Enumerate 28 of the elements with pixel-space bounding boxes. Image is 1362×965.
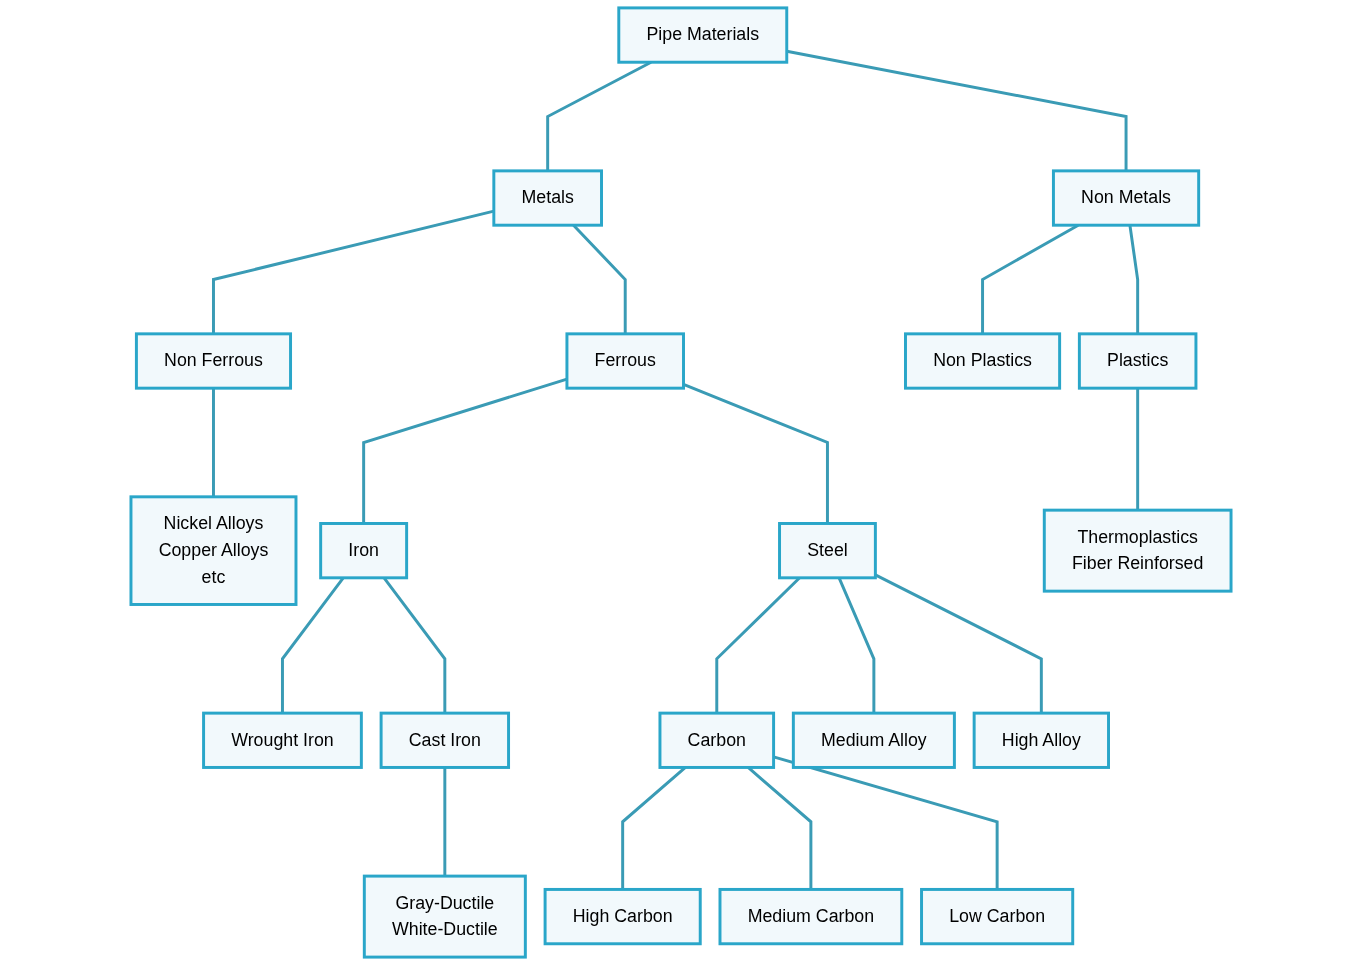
node-box: High Carbon — [543, 887, 702, 946]
node-box: Thermoplastics Fiber Reinforsed — [1042, 508, 1233, 593]
node-box: Medium Carbon — [718, 887, 904, 946]
connector — [1136, 388, 1140, 511]
node-box: Ferrous — [565, 332, 685, 390]
node-box: Low Carbon — [920, 887, 1075, 946]
connector — [837, 577, 876, 714]
node-box: Metals — [492, 169, 603, 227]
connector — [212, 388, 215, 497]
node-box: Iron — [319, 522, 409, 580]
node-box: Wrought Iron — [202, 711, 363, 769]
connector — [1128, 225, 1140, 334]
node-box: Non Metals — [1051, 169, 1201, 227]
node-box: Medium Alloy — [791, 711, 956, 769]
node-box: High Alloy — [972, 711, 1110, 769]
node-box: Cast Iron — [379, 711, 511, 769]
connector — [874, 573, 1043, 714]
connector — [773, 755, 999, 890]
node-box: Nickel Alloys Copper Alloys etc — [129, 495, 298, 606]
node-box: Pipe Materials — [617, 6, 789, 64]
node-box: Carbon — [658, 711, 776, 769]
node-box: Plastics — [1077, 332, 1198, 390]
node-box: Non Ferrous — [134, 332, 293, 390]
node-box: Non Plastics — [904, 332, 1062, 390]
node-box: Gray-Ductile White-Ductile — [362, 874, 527, 959]
node-box: Steel — [778, 522, 877, 580]
connector — [786, 49, 1128, 171]
connector — [443, 767, 447, 877]
